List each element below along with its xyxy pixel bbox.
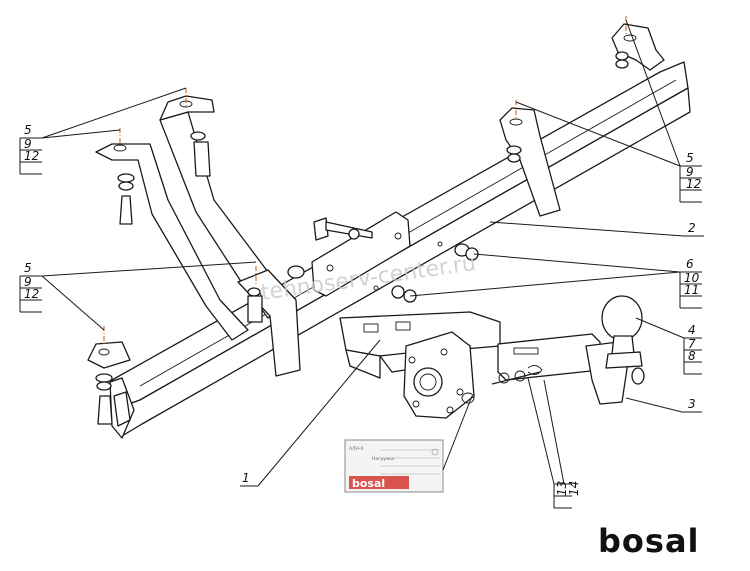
left-outer-bracket xyxy=(87,143,249,369)
label-part-3: 3 xyxy=(688,397,696,411)
callout-3: 3 xyxy=(688,397,696,411)
label-part-2: 2 xyxy=(688,221,696,235)
label-right-mid: 6 10 11 xyxy=(679,257,702,309)
label-left-mid: 5 9 12 xyxy=(19,261,42,313)
label-left-top: 5 9 12 xyxy=(19,123,42,175)
center-bolt xyxy=(313,217,373,241)
callout-1: 1 xyxy=(242,471,250,485)
bosal-logo: bosal xyxy=(598,522,700,560)
callout-5-left-mid: 5 xyxy=(24,261,32,275)
center-clamp-plate xyxy=(311,211,411,297)
tow-ball xyxy=(601,295,645,385)
callout-5-left-top: 5 xyxy=(24,123,32,137)
callout-2: 2 xyxy=(688,221,696,235)
callout-10: 10 xyxy=(684,271,700,285)
callout-4: 4 xyxy=(688,323,696,337)
hitch-pin xyxy=(491,365,543,385)
socket-plate xyxy=(403,331,475,419)
axis-lines xyxy=(103,16,627,346)
callout-9-right-top: 9 xyxy=(686,165,694,179)
callout-11: 11 xyxy=(684,283,699,297)
leader-lines xyxy=(20,19,704,487)
label-part-1: 1 xyxy=(242,471,250,485)
plate-brand: bosal xyxy=(352,477,385,490)
logo-text: bosal xyxy=(598,522,700,560)
callout-8: 8 xyxy=(688,349,696,363)
callout-13: 13 xyxy=(555,481,569,496)
plate-row-2: Нагрузка xyxy=(372,456,394,462)
callout-12-left-mid: 12 xyxy=(24,287,39,301)
callout-12-right-top: 12 xyxy=(686,177,701,191)
callout-5-right-top: 5 xyxy=(686,151,694,165)
callout-14: 14 xyxy=(567,481,581,496)
callout-6: 6 xyxy=(686,257,694,271)
left-side-arm xyxy=(159,95,301,377)
fasteners xyxy=(95,51,629,425)
plate-row-1: АЛН-Х xyxy=(349,446,364,452)
callout-9-left-mid: 9 xyxy=(24,275,32,289)
label-ball: 4 7 8 xyxy=(683,323,702,375)
label-pin: 13 14 xyxy=(553,481,581,509)
id-plate: АЛН-Х Нагрузка bosal xyxy=(344,439,444,493)
callout-9-left-top: 9 xyxy=(24,137,32,151)
ball-mount-bar xyxy=(497,333,629,405)
callout-7: 7 xyxy=(688,337,696,351)
callout-12-left-top: 12 xyxy=(24,149,39,163)
label-right-top: 5 9 12 xyxy=(679,151,702,203)
